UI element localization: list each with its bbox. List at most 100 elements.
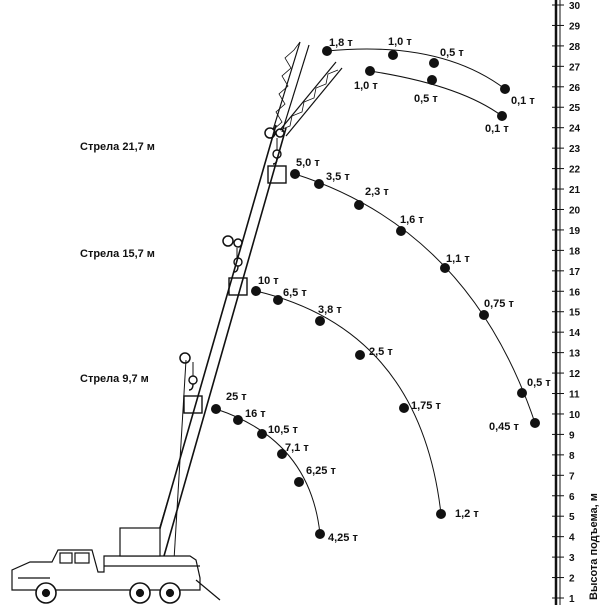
height-tick-label: 15 [569, 308, 581, 319]
load-point [322, 46, 332, 56]
load-point-label: 1,8 т [329, 37, 353, 49]
load-point-label: 1,1 т [446, 253, 470, 265]
crane-illustration [11, 41, 343, 604]
height-tick-label: 28 [569, 42, 581, 53]
crane-jib [272, 41, 343, 137]
height-tick-label: 17 [569, 267, 581, 278]
curve-boom-15-7 [255, 290, 442, 515]
height-tick-label: 14 [569, 328, 581, 339]
height-tick-label: 4 [569, 533, 575, 544]
height-tick-label: 22 [569, 165, 581, 176]
curve-top-outer [326, 48, 506, 90]
load-point [314, 179, 324, 189]
load-point-label: 1,0 т [388, 36, 412, 48]
boom-label-9-7: Стрела 9,7 м [80, 373, 149, 385]
load-point [251, 286, 261, 296]
load-point [211, 404, 221, 414]
height-tick-label: 16 [569, 287, 581, 298]
boom-label-15-7: Стрела 15,7 м [80, 248, 155, 260]
load-point-label: 10,5 т [268, 424, 298, 436]
height-tick-label: 29 [569, 21, 581, 32]
load-box-9-7 [183, 395, 203, 414]
curve-boom-9-7-points: 25 т 16 т 10,5 т 7,1 т 6,25 т 4,25 т [211, 391, 358, 544]
load-point-label: 1,0 т [354, 80, 378, 92]
height-tick-label: 21 [569, 185, 581, 196]
load-point-label: 0,5 т [414, 93, 438, 105]
height-tick-label: 30 [569, 1, 581, 12]
load-point-label: 0,1 т [511, 95, 535, 107]
height-axis-ticks: 1234567891011121314151617181920212223242… [552, 1, 581, 605]
load-point [500, 84, 510, 94]
load-point [388, 50, 398, 60]
curve-top-inner-points: 1,0 т 0,5 т 0,1 т [354, 66, 509, 135]
load-point [497, 111, 507, 121]
load-point-label: 0,5 т [440, 47, 464, 59]
load-point [257, 429, 267, 439]
load-point-label: 1,2 т [455, 508, 479, 520]
load-point-label: 0,45 т [489, 421, 519, 433]
load-point [479, 310, 489, 320]
load-point [294, 477, 304, 487]
load-point [396, 226, 406, 236]
height-tick-label: 10 [569, 410, 581, 421]
load-point-label: 0,5 т [527, 377, 551, 389]
height-tick-label: 5 [569, 512, 575, 523]
height-tick-label: 23 [569, 144, 581, 155]
load-point [354, 200, 364, 210]
curve-boom-21-7-points: 5,0 т 3,5 т 2,3 т 1,6 т 1,1 т 0,75 т 0,5… [290, 157, 551, 433]
hook-boom-15-7 [222, 235, 248, 296]
load-point-label: 16 т [245, 408, 266, 420]
load-point-label: 1,6 т [400, 214, 424, 226]
boom-labels: Стрела 21,7 м Стрела 15,7 м Стрела 9,7 м [80, 141, 155, 385]
height-tick-label: 6 [569, 492, 575, 503]
crane-truck [11, 527, 221, 604]
height-tick-label: 11 [569, 390, 580, 401]
load-point [429, 58, 439, 68]
load-point [436, 509, 446, 519]
load-point [365, 66, 375, 76]
load-point-label: 7,1 т [285, 442, 309, 454]
load-point [315, 316, 325, 326]
load-point-label: 3,8 т [318, 304, 342, 316]
height-tick-label: 3 [569, 553, 575, 564]
load-point [530, 418, 540, 428]
height-tick-label: 19 [569, 226, 581, 237]
height-tick-label: 13 [569, 349, 581, 360]
height-tick-label: 7 [569, 471, 575, 482]
hook-boom-21-7 [264, 127, 287, 184]
height-tick-label: 9 [569, 430, 575, 441]
curve-top-outer-points: 1,8 т 1,0 т 0,5 т 0,1 т [322, 36, 535, 107]
load-point-label: 2,5 т [369, 346, 393, 358]
load-point [517, 388, 527, 398]
hook-boom-9-7 [179, 352, 203, 414]
curve-top-inner [369, 70, 503, 117]
boom-label-21-7: Стрела 21,7 м [80, 141, 155, 153]
load-point-label: 25 т [226, 391, 247, 403]
load-point-label: 4,25 т [328, 532, 358, 544]
load-point [440, 263, 450, 273]
load-point [355, 350, 365, 360]
load-point [290, 169, 300, 179]
height-tick-label: 20 [569, 205, 581, 216]
load-point [273, 295, 283, 305]
load-point-label: 0,75 т [484, 298, 514, 310]
load-point-label: 2,3 т [365, 186, 389, 198]
load-point-label: 5,0 т [296, 157, 320, 169]
height-tick-label: 26 [569, 83, 581, 94]
height-tick-label: 25 [569, 103, 581, 114]
height-tick-label: 2 [569, 574, 575, 585]
load-point [233, 415, 243, 425]
curve-boom-15-7-points: 10 т 6,5 т 3,8 т 2,5 т 1,75 т 1,2 т [251, 275, 479, 520]
height-tick-label: 8 [569, 451, 575, 462]
load-point-label: 10 т [258, 275, 279, 287]
height-axis: 1234567891011121314151617181920212223242… [552, 0, 600, 605]
height-axis-label: Высота подъема, м [588, 493, 600, 600]
height-tick-label: 27 [569, 62, 581, 73]
crane-boom [147, 124, 287, 571]
load-point-label: 6,5 т [283, 287, 307, 299]
load-point-label: 1,75 т [411, 400, 441, 412]
height-tick-label: 24 [569, 124, 581, 135]
load-curves [215, 48, 536, 535]
load-point [277, 449, 287, 459]
